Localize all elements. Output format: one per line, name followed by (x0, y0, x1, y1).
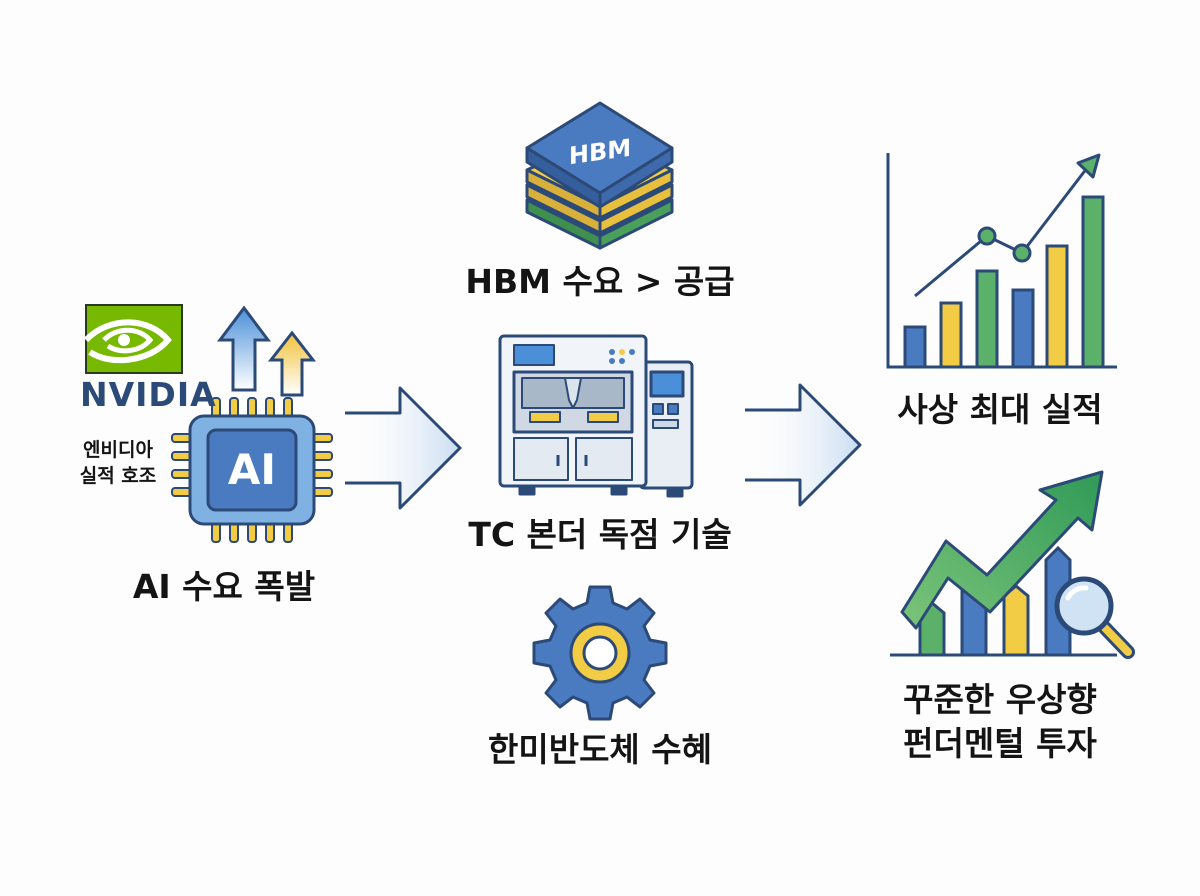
nvidia-logo-icon (83, 304, 183, 374)
hbm-demand-caption: HBM 수요 > 공급 (465, 262, 735, 301)
ai-chip-icon (171, 397, 333, 543)
ai-demand-caption: AI 수요 폭발 (132, 567, 316, 606)
fundamental-analysis-icon (890, 470, 1135, 659)
hanmi-benefit-caption: 한미반도체 수혜 (487, 730, 713, 769)
growth-bar-chart-icon (886, 153, 1117, 369)
growth-up-arrows-icon (217, 305, 317, 397)
flow-arrow-1-icon (340, 386, 462, 510)
nvidia-earnings-line2: 실적 호조 (79, 465, 157, 487)
tc-bonder-machine-icon (498, 334, 694, 498)
fundamental-investing-caption: 펀더멘털 투자 (903, 724, 1097, 763)
nvidia-brand-text: NVIDIA (80, 375, 217, 414)
hbm-stack-icon (525, 101, 674, 250)
chip-label: AI (227, 445, 277, 494)
gear-icon (532, 585, 668, 721)
tc-bonder-caption: TC 본더 독점 기술 (468, 515, 732, 554)
flow-arrow-2-icon (740, 383, 862, 507)
steady-uptrend-caption: 꾸준한 우상향 (903, 680, 1097, 719)
nvidia-earnings-line1: 엔비디아 (83, 439, 153, 461)
record-earnings-caption: 사상 최대 실적 (897, 390, 1103, 429)
